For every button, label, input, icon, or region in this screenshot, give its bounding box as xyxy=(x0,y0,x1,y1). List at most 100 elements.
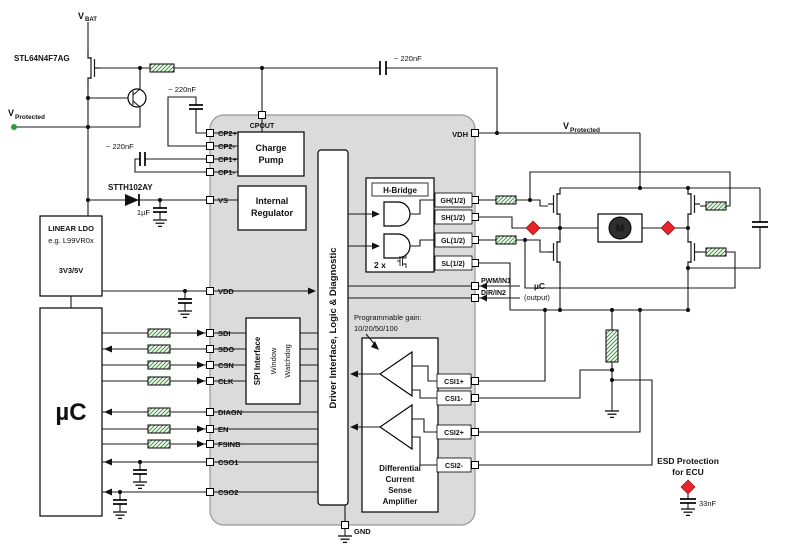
pin-label-clk: CLK xyxy=(218,377,234,386)
vbat-label: V xyxy=(78,11,84,21)
gain-note-2: 10/20/50/100 xyxy=(354,324,398,333)
pin-label-cp1n: CP1- xyxy=(218,168,236,177)
vprotected-right-sub: Protected xyxy=(570,127,600,134)
pin-label-cso1: CSO1 xyxy=(218,458,238,467)
mcu-output-sub: (output) xyxy=(524,293,550,302)
pin-label-csi2n: CSI2- xyxy=(445,463,464,470)
regulator-title: Internal xyxy=(256,196,289,206)
pin-label-gl: GL(1/2) xyxy=(441,238,465,245)
cap-value-label: ~ 220nF xyxy=(106,142,134,151)
red-diamond-marker xyxy=(680,479,696,495)
pin-label-diagn: DIAGN xyxy=(218,408,242,417)
pin-label-csn: CSN xyxy=(218,361,234,370)
pin-label-cp2p: CP2+ xyxy=(218,129,238,138)
pin-label-cp1p: CP1+ xyxy=(218,155,238,164)
pin-label-sdo: SDO xyxy=(218,345,234,354)
opamp-symbol xyxy=(378,350,413,398)
motor-symbol xyxy=(597,213,643,243)
ldo-voltage: 3V3/5V xyxy=(59,266,84,275)
red-diamond-marker xyxy=(525,220,541,236)
vprotected-node-dot xyxy=(11,124,17,130)
vprotected-right-label: V xyxy=(563,121,569,131)
ic-blocks xyxy=(237,131,439,513)
pin-label-cpout: CPOUT xyxy=(250,123,275,130)
pin-label-en: EN xyxy=(218,425,228,434)
pin-label-csi1n: CSI1- xyxy=(445,396,464,403)
spi-interface-block xyxy=(245,317,301,405)
critical-node-markers xyxy=(525,220,696,495)
driver-bar-title: Driver Interface, Logic & Diagnostic xyxy=(328,247,339,408)
spi-watchdog: Watchdog xyxy=(283,344,292,378)
pin-label-pwm-in1: PWM/IN1 xyxy=(481,278,511,285)
ldo-part: e.g. L99VR0x xyxy=(48,236,94,245)
opamp-symbol xyxy=(378,403,413,451)
mosfet-symbol xyxy=(687,187,701,221)
ldo-title: LINEAR LDO xyxy=(48,224,94,233)
h-bridge-count: 2 x xyxy=(374,260,386,270)
ic-pin-pads xyxy=(206,111,479,529)
charge-pump-block xyxy=(237,131,305,177)
amp-title-2: Current xyxy=(386,475,415,484)
mini-mosfet-symbol xyxy=(397,254,407,268)
pin-label-csi2p: CSI2+ xyxy=(444,430,464,437)
pin-label-fsinb: FSINB xyxy=(218,440,241,449)
pin-label-cp2n: CP2- xyxy=(218,142,236,151)
esd-cap-value: 33nF xyxy=(699,499,717,508)
pin-label-cso2: CSO2 xyxy=(218,488,238,497)
pin-label-dir-in2: DIR/IN2 xyxy=(481,290,506,297)
pin-label-sdi: SDI xyxy=(218,329,231,338)
red-diamond-marker xyxy=(660,220,676,236)
internal-regulator-block xyxy=(237,185,307,231)
pin-label-boxes xyxy=(434,192,473,473)
discrete-components xyxy=(87,51,768,544)
regulator-title2: Regulator xyxy=(251,208,294,218)
cap-value-label: 1µF xyxy=(137,208,150,217)
capacitor-symbol xyxy=(113,61,768,505)
charge-pump-title2: Pump xyxy=(258,155,284,165)
diode-part-label: STTH102AY xyxy=(108,183,153,192)
and-gate-symbol xyxy=(383,233,411,259)
pin-label-vdh: VDH xyxy=(452,130,468,139)
mosfet-symbol xyxy=(87,51,101,85)
spi-window: Window xyxy=(269,347,278,374)
cap-value-label: ~ 220nF xyxy=(394,54,422,63)
resistor-symbol xyxy=(147,63,727,449)
bjt-symbol xyxy=(127,88,147,108)
mosfet-symbol xyxy=(547,187,561,221)
gain-note-1: Programmable gain: xyxy=(354,313,422,322)
motor-label: M xyxy=(616,224,624,235)
ldo-block xyxy=(39,215,103,297)
vprotected-left-sub: Protected xyxy=(15,114,45,121)
h-bridge-title-box xyxy=(371,182,429,197)
pin-label-sh: SH(1/2) xyxy=(441,215,465,222)
h-bridge-title: H-Bridge xyxy=(383,186,417,195)
vprotected-left-label: V xyxy=(8,108,14,118)
vbat-sub-label: BAT xyxy=(85,17,97,23)
signal-arrows xyxy=(104,210,487,496)
diode-symbol xyxy=(125,194,140,206)
amp-title-4: Amplifier xyxy=(383,497,418,506)
mcu-label: µC xyxy=(55,399,86,426)
fet-part-label: STL64N4F7AG xyxy=(14,54,70,63)
pin-label-csi1p: CSI1+ xyxy=(444,379,464,386)
pin-label-gh: GH(1/2) xyxy=(441,198,466,205)
mcu-block xyxy=(39,307,103,517)
mosfet-symbol xyxy=(687,235,701,269)
amp-title-1: Differential xyxy=(379,464,421,473)
esd-note-1: ESD Protection xyxy=(657,456,719,466)
and-gate-symbol xyxy=(383,201,411,227)
driver-logic-bar xyxy=(317,149,349,506)
junction-dots xyxy=(85,65,691,495)
labels: V BAT V Protected V Protected STL64N4F7A… xyxy=(8,11,719,536)
charge-pump-title: Charge xyxy=(255,143,286,153)
amp-title-3: Sense xyxy=(388,486,412,495)
pin-label-sl: SL(1/2) xyxy=(441,261,464,268)
pin-label-gnd: GND xyxy=(354,527,371,536)
spi-title: SPI Interface xyxy=(253,336,262,385)
esd-note-2: for ECU xyxy=(672,467,704,477)
mosfet-symbol xyxy=(547,235,561,269)
cap-value-label: ~ 220nF xyxy=(168,85,196,94)
pin-label-vdd: VDD xyxy=(218,287,234,296)
